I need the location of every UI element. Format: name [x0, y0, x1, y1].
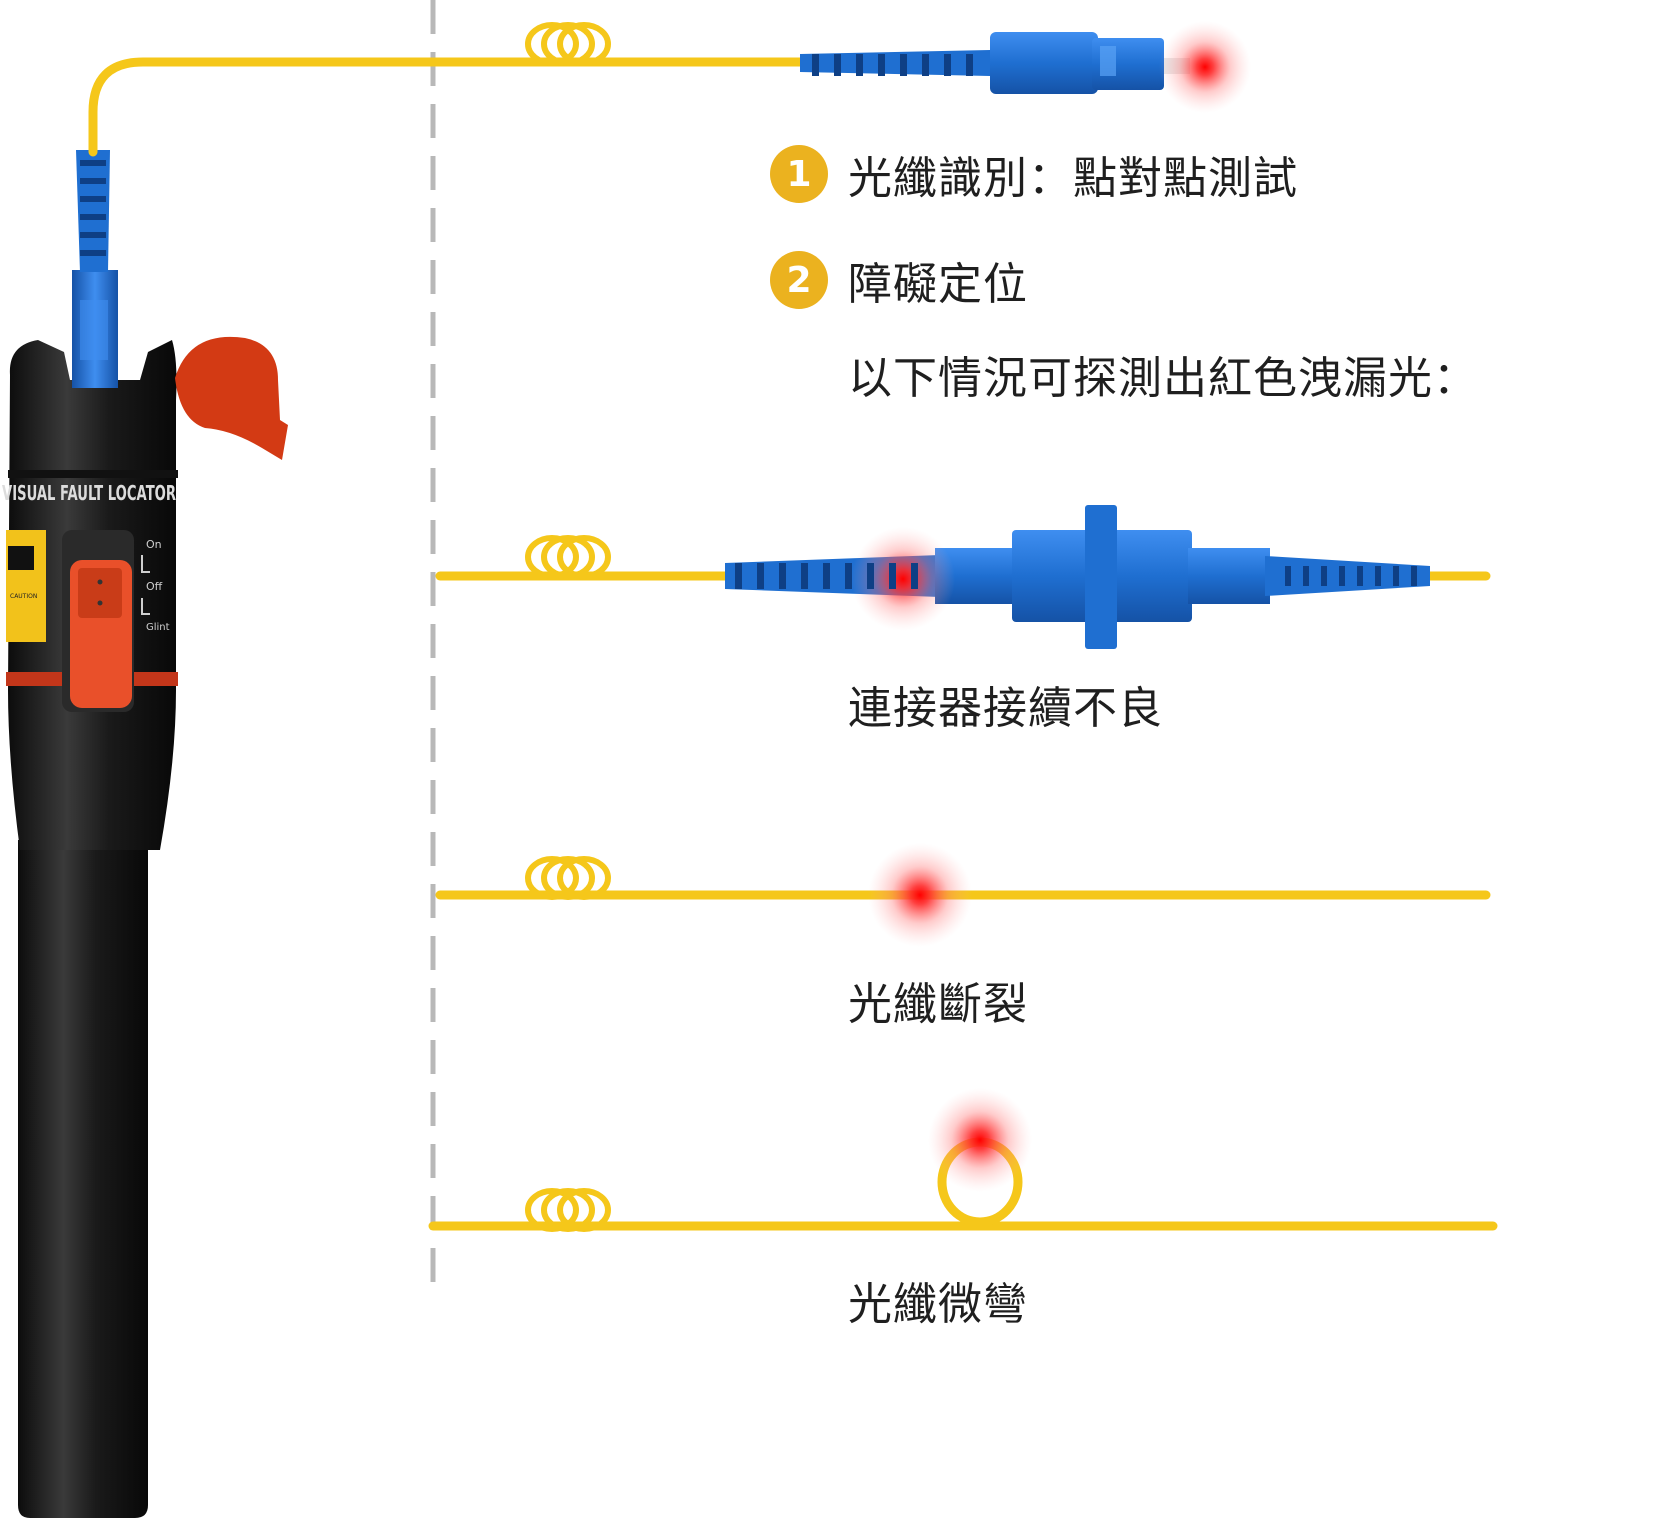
fault-locator-device: CAUTION VISUAL FAULT LOCATOR On Off Glin… [2, 150, 288, 1518]
boot-rib [80, 214, 106, 220]
laser-glow-microbend [928, 1088, 1032, 1192]
boot-rib [823, 563, 830, 589]
boot-ribs [80, 54, 1417, 589]
boot-rib [1321, 566, 1327, 586]
device-brand-text: VISUAL FAULT LOCATOR [2, 481, 176, 505]
boot-rib [878, 54, 885, 76]
fiber-coil-loop [541, 856, 595, 900]
boot-rib [1393, 566, 1399, 586]
fiber-coil-loop [557, 856, 611, 900]
feature-text: 光纖識別：點對點測試 [848, 153, 1298, 204]
fiber-coil-loop [525, 22, 579, 66]
boot-rib [80, 178, 106, 184]
laser-glow-top [1159, 21, 1251, 113]
boot-rib [80, 232, 106, 238]
boot-rib [80, 160, 106, 166]
case-fiber-break [435, 843, 1491, 947]
boot-rib [834, 54, 841, 76]
boot-rib [812, 54, 819, 76]
feature-number-badge: 1 [770, 145, 828, 203]
fiber-coil-loop [541, 535, 595, 579]
boot-rib [1303, 566, 1309, 586]
boot-rib [922, 54, 929, 76]
boot-rib [757, 563, 764, 589]
fiber-coil-loop [525, 1188, 579, 1232]
boot-rib [944, 54, 951, 76]
device-cap [175, 336, 288, 460]
boot-rib [1411, 566, 1417, 586]
case-label-microbend: 光纖微彎 [848, 1279, 1028, 1330]
feature-text: 障礙定位 [848, 259, 1028, 310]
case-fiber-microbend [428, 1088, 1498, 1231]
switch-label-off: Off [146, 580, 163, 593]
feature-item-2: 2 障礙定位 [770, 248, 1028, 312]
boot-rib [80, 250, 106, 256]
fiber-coil-loop [541, 1188, 595, 1232]
laser-glow-connector [851, 527, 955, 631]
boot-rib [900, 54, 907, 76]
test-fiber-top [88, 57, 805, 157]
fiber-coil-loop [557, 1188, 611, 1232]
case-label-break: 光纖斷裂 [848, 979, 1028, 1030]
boot-rib [966, 54, 973, 76]
laser-glow-break [868, 843, 972, 947]
boot-rib [856, 54, 863, 76]
boot-rib [889, 563, 896, 589]
boot-rib [1357, 566, 1363, 586]
feature-item-1: 1 光纖識別：點對點測試 [770, 142, 1298, 206]
boot-rib [80, 196, 106, 202]
switch-label-glint: Glint [146, 622, 170, 633]
top-sc-connector [800, 21, 1251, 113]
boot-rib [735, 563, 742, 589]
boot-rib [801, 563, 808, 589]
boot-rib [867, 563, 874, 589]
boot-rib [845, 563, 852, 589]
switch-label-on: On [146, 538, 162, 551]
intro-text: 以下情況可探測出紅色洩漏光： [848, 353, 1478, 404]
feature-number-badge: 2 [770, 251, 828, 309]
fiber-coil-loop [541, 22, 595, 66]
fiber-coil-loop [525, 535, 579, 579]
boot-rib [1339, 566, 1345, 586]
fiber-coils [525, 22, 611, 1232]
case-label-connector: 連接器接續不良 [848, 683, 1163, 734]
fiber-coil-loop [557, 535, 611, 579]
boot-rib [1285, 566, 1291, 586]
boot-rib [1375, 566, 1381, 586]
fiber-coil-loop [525, 856, 579, 900]
fiber-coil-loop [557, 22, 611, 66]
boot-rib [911, 563, 918, 589]
case-connector-splice [435, 505, 1491, 649]
warning-text: CAUTION [10, 593, 37, 600]
boot-rib [779, 563, 786, 589]
